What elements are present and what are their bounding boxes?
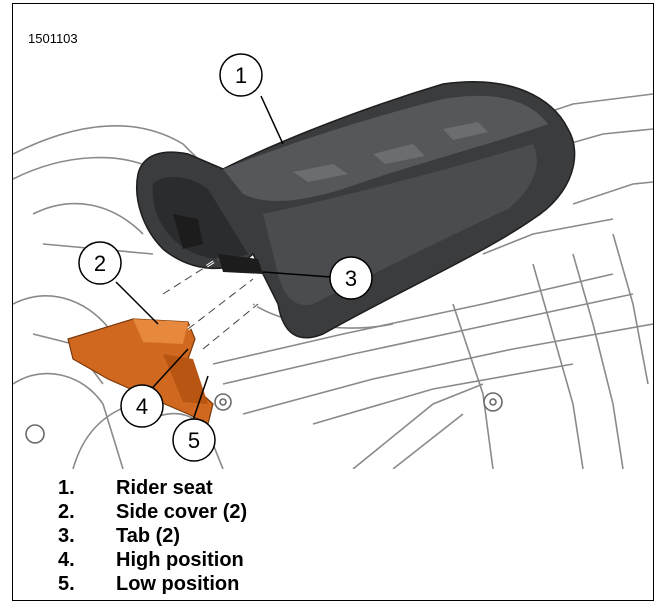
legend-label: Side cover (2) — [116, 500, 248, 523]
callout-3: 3 — [329, 256, 373, 300]
legend-number: 2. — [58, 500, 75, 523]
legend-item: 4. High position — [58, 548, 247, 572]
callout-1: 1 — [219, 53, 263, 97]
callout-1-label: 1 — [235, 63, 247, 88]
legend-item: 5. Low position — [58, 572, 247, 596]
legend-number: 1. — [58, 476, 75, 499]
legend-number: 5. — [58, 572, 75, 595]
callout-4: 4 — [120, 384, 164, 428]
legend-number: 3. — [58, 524, 75, 547]
callout-4-label: 4 — [136, 394, 148, 419]
legend-list: 1. Rider seat 2. Side cover (2) 3. Tab (… — [58, 476, 247, 596]
legend-label: Rider seat — [116, 476, 213, 499]
callout-2: 2 — [78, 241, 122, 285]
callout-2-label: 2 — [94, 251, 106, 276]
legend-label: Low position — [116, 572, 240, 595]
rider-seat — [136, 81, 576, 339]
callout-5: 5 — [172, 418, 216, 462]
legend-item: 3. Tab (2) — [58, 524, 247, 548]
locator-dashes-outline — [162, 258, 259, 350]
side-cover — [67, 318, 214, 425]
legend-number: 4. — [58, 548, 75, 571]
legend-item: 2. Side cover (2) — [58, 500, 247, 524]
callout-5-label: 5 — [188, 428, 200, 453]
frame-bolts — [25, 392, 503, 444]
chassis-linework — [13, 93, 653, 469]
legend-item: 1. Rider seat — [58, 476, 247, 500]
figure-id: 1501103 — [28, 31, 78, 46]
callout-3-label: 3 — [345, 266, 357, 291]
leader-lines — [115, 95, 332, 427]
motorcycle-illustration: 1 2 3 4 5 — [13, 53, 653, 469]
legend-label: High position — [116, 548, 244, 571]
legend-label: Tab (2) — [116, 524, 181, 547]
